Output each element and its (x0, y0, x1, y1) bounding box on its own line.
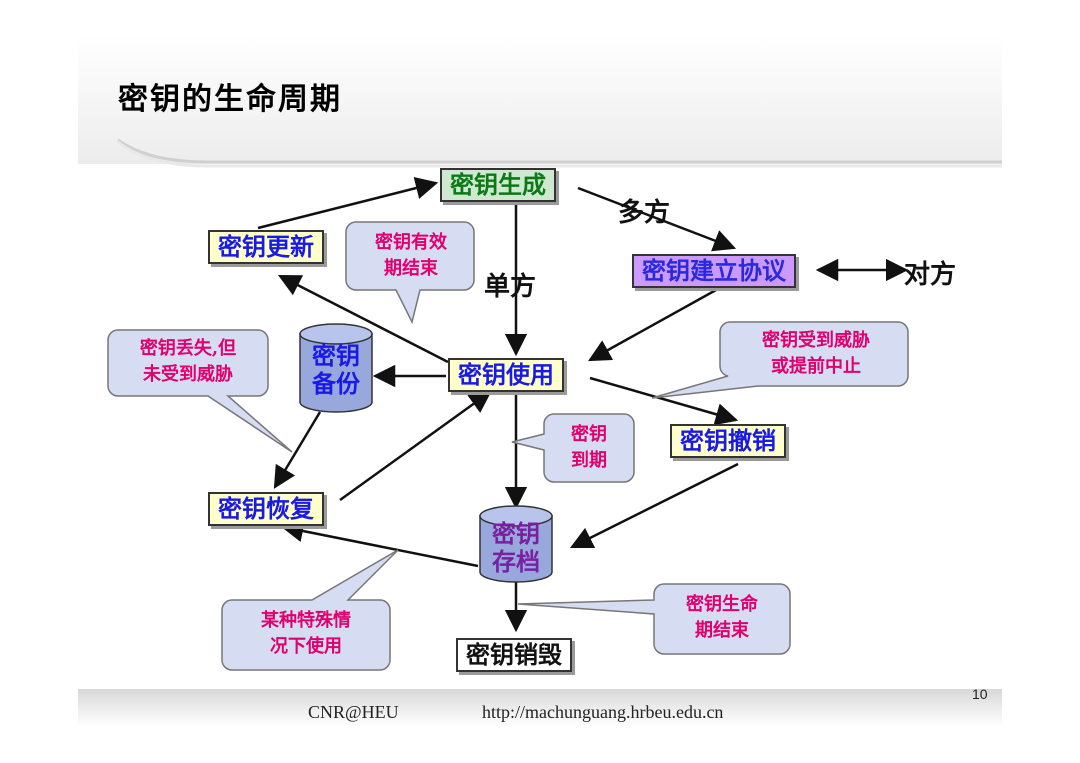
callout-special-case-shape (221, 549, 399, 671)
callout-expired-shape (511, 413, 635, 483)
callout-expired-line-2: 到期 (571, 450, 607, 471)
callout-lost-line-2: 未受到威胁 (143, 364, 233, 385)
callout-lifecycle-end-line-2: 期结束 (695, 620, 749, 641)
callout-lost-line-1: 密钥丢失,但 (139, 338, 237, 359)
callout-special-case: 某种特殊情 况下使用 (226, 608, 386, 660)
backup-cylinder-shape (299, 323, 373, 413)
callout-lifecycle-end-shape (517, 583, 791, 655)
footer-band (78, 689, 1002, 727)
arrow-use-to-revoke (589, 376, 739, 426)
callout-threatened-line-1: 密钥受到威胁 (762, 330, 870, 351)
label-other-party: 对方 (904, 260, 957, 290)
callout-threatened-line-2: 或提前中止 (771, 356, 861, 377)
callout-expired-line-1: 密钥 (571, 424, 607, 445)
node-key-use: 密钥使用 (448, 358, 564, 392)
callout-special-case-line-1: 某种特殊情 (261, 610, 351, 631)
node-key-revocation: 密钥撤销 (670, 424, 786, 458)
node-key-recovery: 密钥恢复 (208, 492, 324, 526)
node-key-generation: 密钥生成 (440, 168, 556, 202)
archive-line-1: 密钥 (492, 519, 540, 548)
callout-validity-end: 密钥有效 期结束 (352, 230, 470, 282)
callout-special-case-line-2: 况下使用 (270, 636, 342, 657)
arrow-revoke-to-archive (569, 462, 739, 549)
callout-expired: 密钥 到期 (548, 422, 630, 474)
title-decoration (117, 138, 1002, 168)
node-key-destruction: 密钥销毁 (456, 638, 572, 672)
callout-validity-end-line-1: 密钥有效 (375, 232, 447, 253)
node-key-backup: 密钥 备份 (300, 342, 372, 398)
callout-lifecycle-end: 密钥生命 期结束 (658, 592, 786, 644)
footer-url: http://machunguang.hrbeu.edu.cn (482, 702, 724, 722)
callout-lost-shape (107, 329, 293, 453)
archive-cylinder-shape (479, 505, 553, 583)
title-band (78, 36, 1002, 164)
arrow-update-to-generate (257, 177, 439, 230)
backup-line-2: 备份 (312, 369, 360, 398)
arrow-use-to-update (277, 274, 449, 364)
label-single-party: 单方 (484, 272, 537, 302)
callout-threatened: 密钥受到威胁 或提前中止 (726, 328, 906, 380)
slide-title: 密钥的生命周期 (118, 82, 342, 117)
backup-line-1: 密钥 (312, 341, 360, 370)
arrow-archive-to-recover (280, 519, 479, 568)
arrow-establish-to-use (588, 288, 717, 362)
archive-line-2: 存档 (492, 547, 540, 576)
node-key-update: 密钥更新 (208, 230, 324, 264)
footer-org: CNR@HEU (308, 702, 399, 722)
node-key-establishment-protocol: 密钥建立协议 (632, 254, 796, 288)
callout-threatened-shape (651, 321, 909, 399)
callout-validity-end-shape (345, 221, 475, 325)
callout-lifecycle-end-line-1: 密钥生命 (686, 594, 758, 615)
page-number: 10 (972, 686, 988, 702)
arrow-recover-to-use (339, 390, 492, 502)
callout-lost: 密钥丢失,但 未受到威胁 (110, 336, 266, 388)
node-key-archive: 密钥 存档 (480, 520, 552, 576)
arrow-generate-to-establish (577, 186, 737, 252)
arrow-backup-to-recover (273, 411, 322, 489)
callout-validity-end-line-2: 期结束 (384, 258, 438, 279)
label-multi-party: 多方 (618, 198, 671, 228)
